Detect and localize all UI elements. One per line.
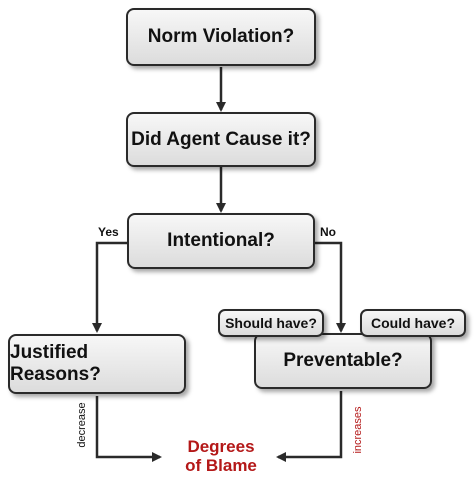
- node-could-have: Could have?: [360, 309, 466, 337]
- node-norm-violation-label: Norm Violation?: [147, 26, 295, 47]
- arrow-justified-to-blame: [95, 396, 162, 462]
- arrow-preventable-to-blame: [276, 391, 343, 462]
- node-justified-reasons: Justified Reasons?: [8, 334, 186, 394]
- edge-label-increases: increases: [352, 406, 364, 454]
- arrow-no-branch: [314, 241, 346, 333]
- node-intentional: Intentional?: [127, 213, 315, 269]
- node-intentional-label: Intentional?: [167, 230, 275, 251]
- edge-label-decrease: decrease: [76, 402, 88, 448]
- node-preventable-label: Preventable?: [283, 350, 403, 371]
- edge-label-no: No: [320, 225, 336, 239]
- node-should-have-label: Should have?: [225, 315, 317, 331]
- node-agent-cause: Did Agent Cause it?: [126, 112, 316, 167]
- outcome-line-1: Degrees: [187, 437, 255, 456]
- arrow-yes-branch: [92, 241, 128, 333]
- node-justified-reasons-label: Justified Reasons?: [10, 342, 101, 385]
- node-norm-violation: Norm Violation?: [126, 8, 316, 66]
- edge-label-yes: Yes: [98, 225, 119, 239]
- node-agent-cause-label: Did Agent Cause it?: [131, 128, 311, 150]
- node-could-have-label: Could have?: [370, 315, 455, 331]
- outcome-degrees-of-blame: Degrees of Blame: [166, 437, 276, 475]
- outcome-line-2: of Blame: [185, 456, 257, 475]
- node-preventable: Preventable?: [254, 333, 432, 389]
- node-should-have: Should have?: [218, 309, 324, 337]
